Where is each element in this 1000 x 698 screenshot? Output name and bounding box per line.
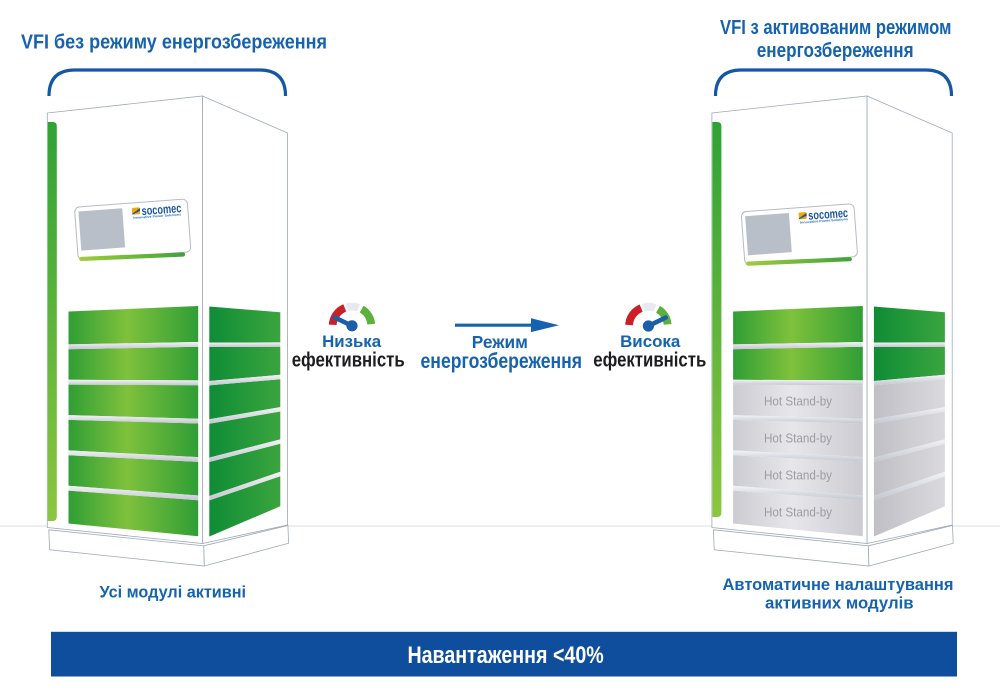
svg-text:енергозбереження: енергозбереження: [757, 39, 914, 62]
svg-text:енергозбереження: енергозбереження: [421, 350, 583, 373]
svg-text:Усі модулі активні: Усі модулі активні: [100, 582, 247, 601]
svg-text:ефективність: ефективність: [292, 349, 405, 372]
svg-text:socomec: socomec: [808, 206, 849, 223]
svg-text:Низька: Низька: [322, 332, 382, 351]
svg-text:Hot Stand-by: Hot Stand-by: [764, 430, 832, 445]
svg-text:Навантаження <40%: Навантаження <40%: [407, 642, 603, 669]
svg-text:Hot Stand-by: Hot Stand-by: [764, 505, 832, 520]
svg-text:socomec: socomec: [141, 201, 182, 218]
svg-text:VFI з активованим режимом: VFI з активованим режимом: [720, 16, 951, 39]
svg-text:Режим: Режим: [472, 332, 528, 352]
svg-text:активних модулів: активних модулів: [765, 594, 914, 613]
svg-text:ефективність: ефективність: [593, 349, 706, 372]
svg-text:Автоматичне налаштування: Автоматичне налаштування: [723, 575, 954, 594]
svg-text:Висока: Висока: [620, 332, 681, 351]
svg-text:Hot Stand-by: Hot Stand-by: [764, 393, 832, 408]
svg-text:VFI без режиму енергозбереженн: VFI без режиму енергозбереження: [21, 31, 327, 54]
svg-text:Hot Stand-by: Hot Stand-by: [764, 468, 832, 483]
svg-text:Innovative Power Solutions: Innovative Power Solutions: [800, 217, 848, 225]
svg-text:Innovative Power Solutions: Innovative Power Solutions: [133, 212, 181, 220]
